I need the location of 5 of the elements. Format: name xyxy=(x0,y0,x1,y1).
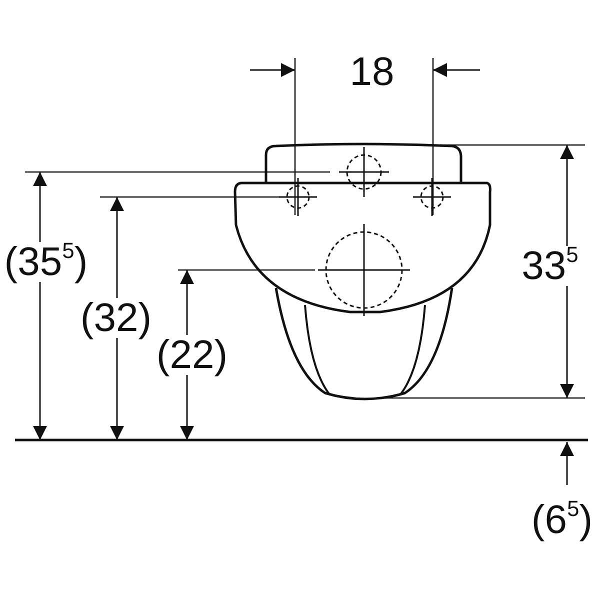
dimension-label: 33$^{5}$ xyxy=(522,246,578,286)
dimension-label: (6$^{5}$) xyxy=(531,500,593,540)
dimension-label: (32) xyxy=(80,298,152,338)
dimension-label: (35$^{5}$) xyxy=(4,242,88,282)
dimension-label: (22) xyxy=(156,335,228,375)
